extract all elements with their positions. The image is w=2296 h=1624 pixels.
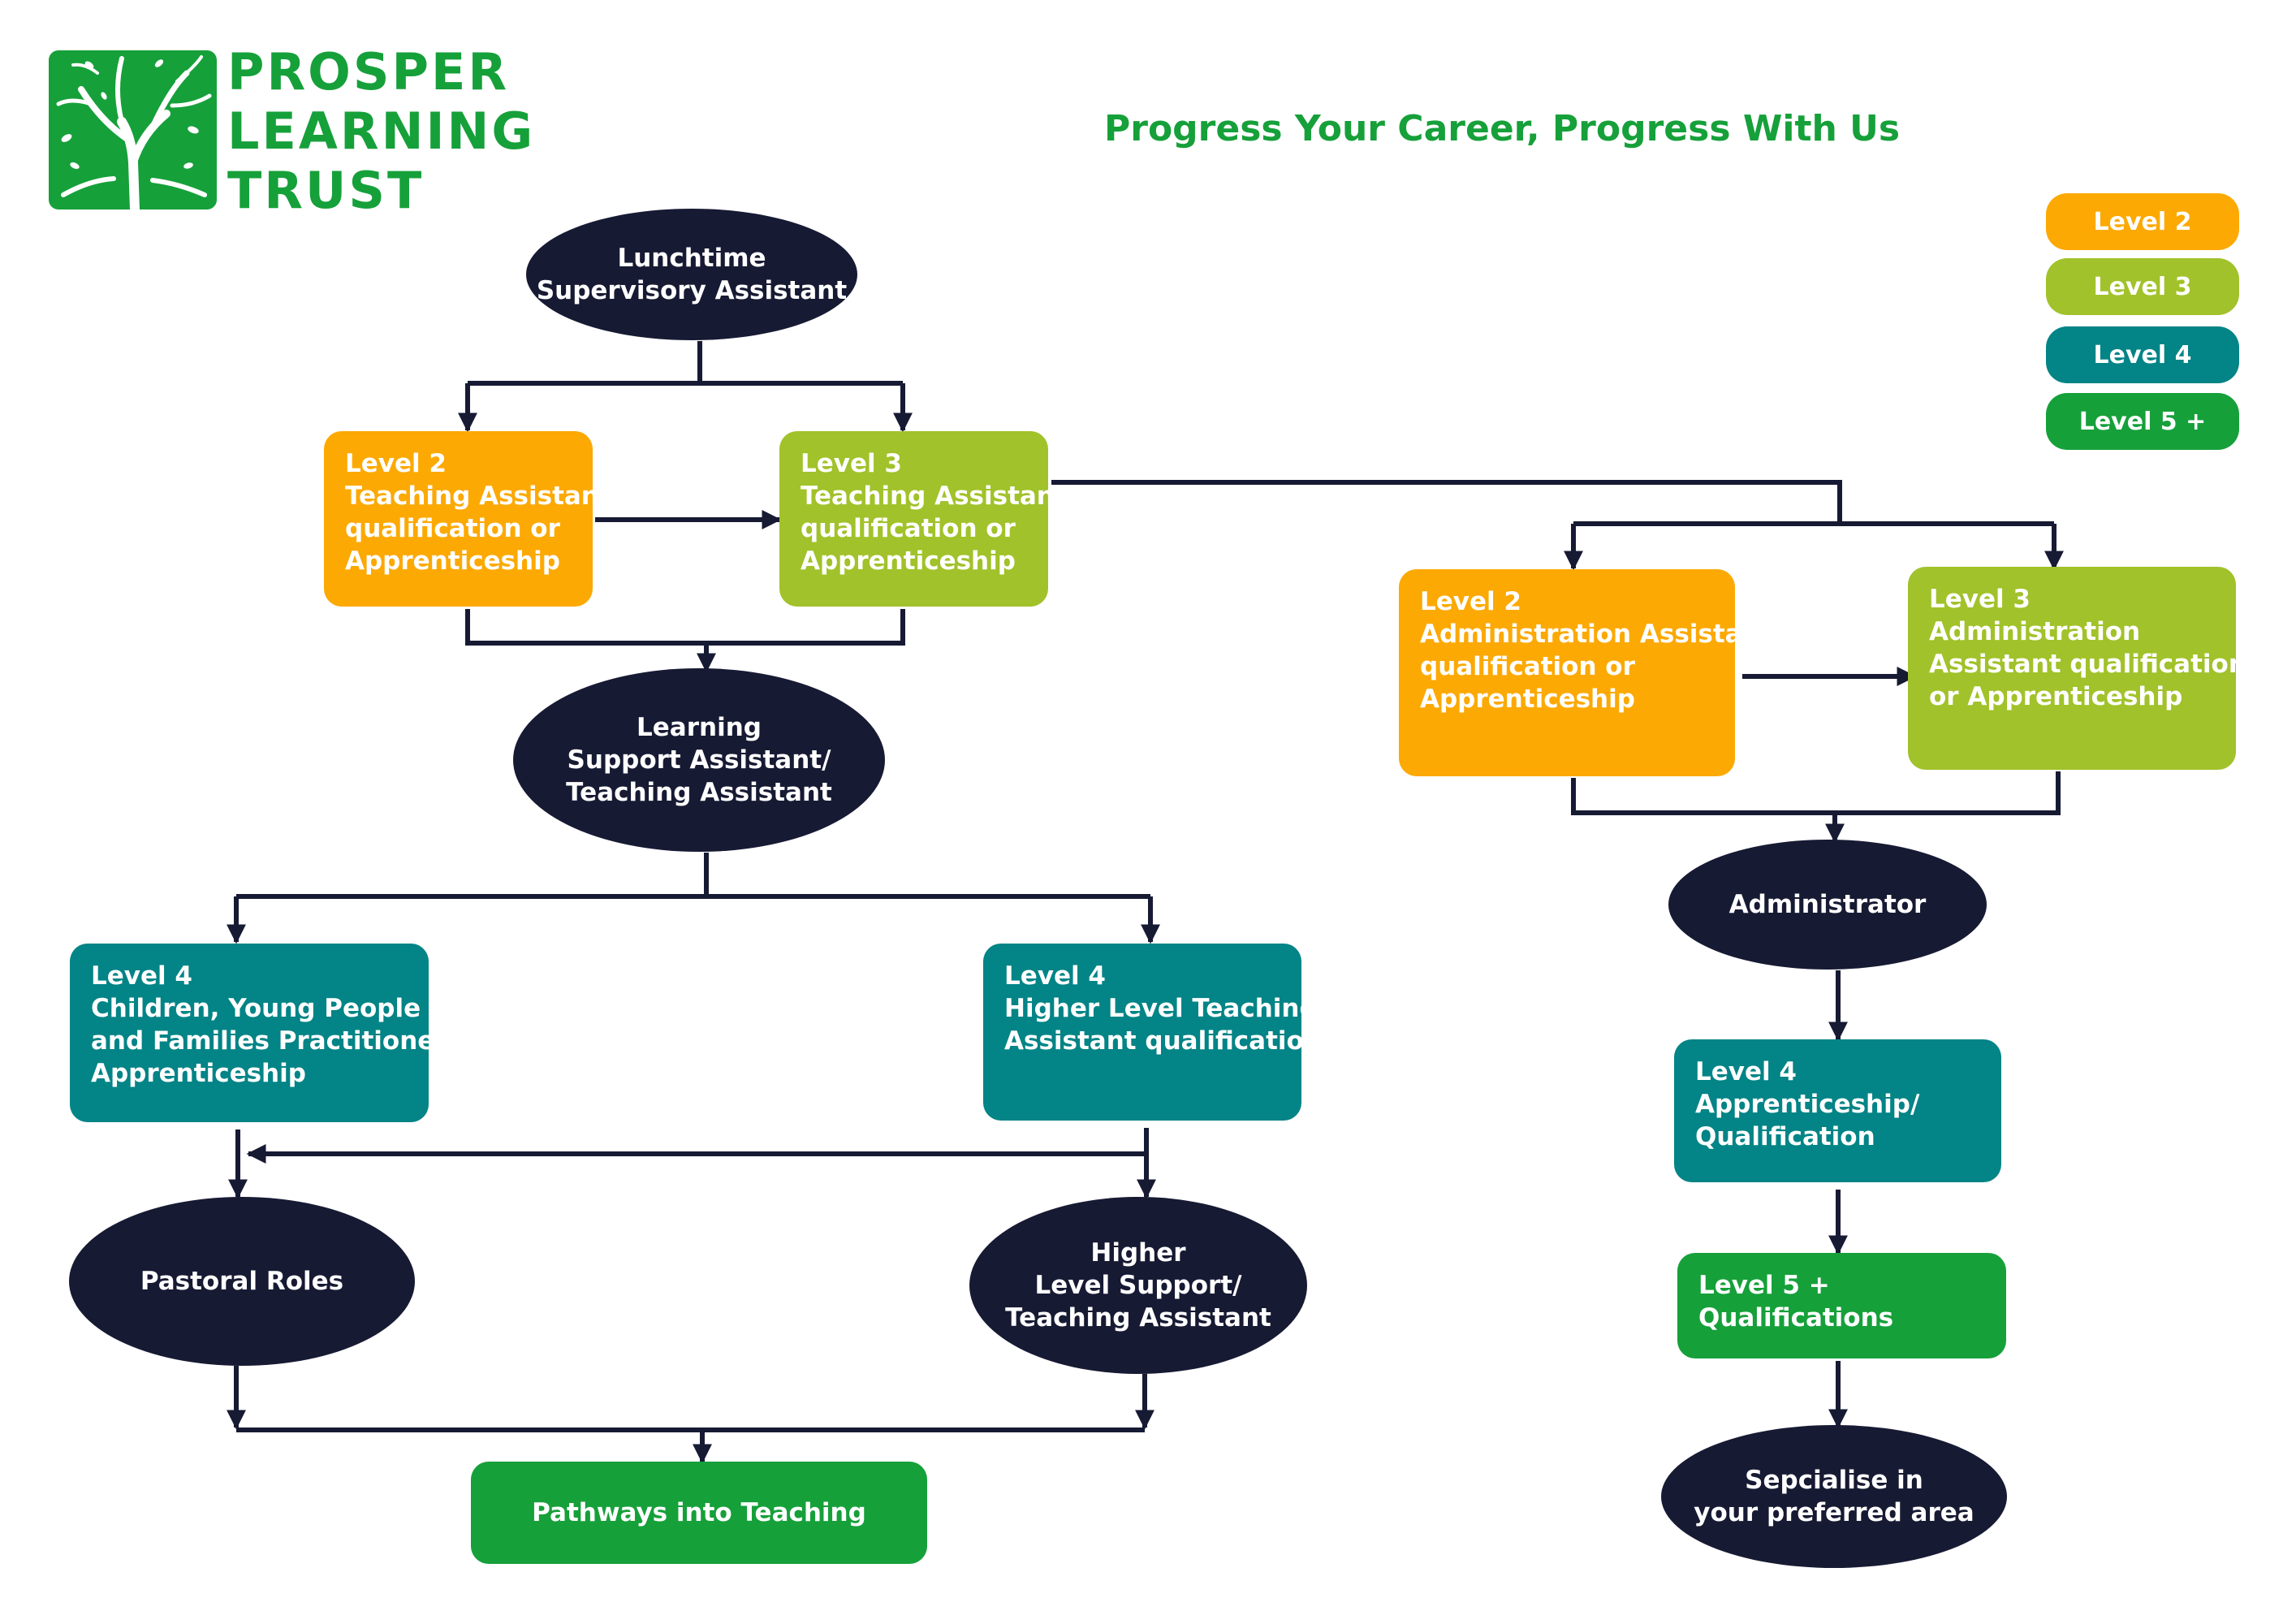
node-text: Assistant qualification xyxy=(1004,1026,1322,1056)
node-text: Level 4 xyxy=(91,961,192,991)
node-text: Assistant qualification xyxy=(1929,650,2246,679)
logo-line: TRUST xyxy=(227,161,425,220)
role-learning-support-assistant: Learning Support Assistant/ Teaching Ass… xyxy=(513,668,885,852)
node-text: Qualification xyxy=(1695,1122,1875,1151)
node-text: Sepcialise in xyxy=(1745,1466,1923,1495)
node-text: Teaching Assistant xyxy=(1005,1303,1271,1332)
node-text: Level 3 xyxy=(801,449,902,478)
node-text: Level Support/ xyxy=(1034,1271,1242,1300)
qualification-admin-level5: Level 5 + Qualifications xyxy=(1677,1253,2006,1358)
tree-icon xyxy=(49,50,217,214)
node-text: your preferred area xyxy=(1694,1498,1974,1527)
logo-line: PROSPER xyxy=(227,42,510,102)
node-text: Administration xyxy=(1929,617,2141,646)
qualification-admin-level3: Level 3 Administration Assistant qualifi… xyxy=(1908,567,2246,770)
node-text: or Apprenticeship xyxy=(1929,682,2183,711)
node-text: Level 2 xyxy=(345,449,447,478)
connector-lunchtime-split xyxy=(468,341,903,386)
role-pastoral: Pastoral Roles xyxy=(69,1197,415,1366)
connector-ta-merge xyxy=(465,609,905,646)
node-text: Teaching Assistant xyxy=(345,482,611,511)
node-text: Level 5 + xyxy=(1698,1271,1830,1300)
pathways-into-teaching: Pathways into Teaching xyxy=(471,1462,927,1564)
role-specialise: Sepcialise in your preferred area xyxy=(1661,1425,2007,1568)
qualification-hlta-level4: Level 4 Higher Level Teaching Assistant … xyxy=(983,944,1322,1121)
qualification-cyp-level4: Level 4 Children, Young People and Famil… xyxy=(70,944,447,1122)
node-text: Level 3 xyxy=(1929,585,2031,614)
node-text: qualification or xyxy=(345,514,560,543)
node-text: Apprenticeship xyxy=(345,546,560,576)
node-text: Apprenticeship xyxy=(1420,685,1635,714)
logo-wordmark: PROSPER LEARNING TRUST xyxy=(227,42,535,220)
node-text: Higher xyxy=(1090,1238,1186,1268)
node-text: Level 2 xyxy=(1420,587,1521,616)
qualification-admin-level4: Level 4 Apprenticeship/ Qualification xyxy=(1674,1039,2001,1182)
legend-level4: Level 4 xyxy=(2046,326,2239,383)
node-text: Qualifications xyxy=(1698,1303,1894,1332)
node-text: Pathways into Teaching xyxy=(532,1498,866,1527)
node-text: Supervisory Assistant xyxy=(536,276,848,305)
node-text: Teaching Assistant xyxy=(566,778,832,807)
node-text: Teaching Assistant xyxy=(801,482,1067,511)
qualification-admin-level2: Level 2 Administration Assistant qualifi… xyxy=(1399,569,1772,776)
logo-line: LEARNING xyxy=(227,102,536,161)
node-text: Learning xyxy=(637,713,762,742)
node-text: Apprenticeship xyxy=(801,546,1016,576)
node-text: Higher Level Teaching xyxy=(1004,994,1318,1023)
node-text: Administrator xyxy=(1728,890,1927,919)
qualification-ta-level2: Level 2 Teaching Assistant qualification… xyxy=(324,431,611,607)
node-text: Children, Young People xyxy=(91,994,421,1023)
node-text: Pastoral Roles xyxy=(140,1267,344,1296)
connector-admin-merge xyxy=(1571,771,2061,815)
role-higher-level-support-assistant: Higher Level Support/ Teaching Assistant xyxy=(969,1197,1307,1374)
node-text: qualification or xyxy=(801,514,1016,543)
node-text: Apprenticeship/ xyxy=(1695,1090,1920,1119)
node-text: qualification or xyxy=(1420,652,1635,681)
node-text: Support Assistant/ xyxy=(567,745,831,775)
node-text: Apprenticeship xyxy=(91,1059,306,1088)
role-administrator: Administrator xyxy=(1668,840,1987,970)
node-text: Level 4 xyxy=(1004,961,1106,991)
node-text: Lunchtime xyxy=(617,244,766,273)
qualification-ta-level3: Level 3 Teaching Assistant qualification… xyxy=(779,431,1067,607)
node-text: Level 4 xyxy=(1695,1057,1797,1086)
node-text: Administration Assistant xyxy=(1420,620,1772,649)
node-text: and Families Practitioner xyxy=(91,1026,447,1056)
page-title: Progress Your Career, Progress With Us xyxy=(1104,108,1901,149)
legend-level3: Level 3 xyxy=(2046,258,2239,315)
legend-level5: Level 5 + xyxy=(2046,393,2239,450)
connector-ta3-to-admin xyxy=(1051,480,2054,526)
legend-level2: Level 2 xyxy=(2046,193,2239,250)
role-lunchtime-supervisory-assistant: Lunchtime Supervisory Assistant xyxy=(526,209,857,340)
connector-learning-split xyxy=(236,853,1150,899)
